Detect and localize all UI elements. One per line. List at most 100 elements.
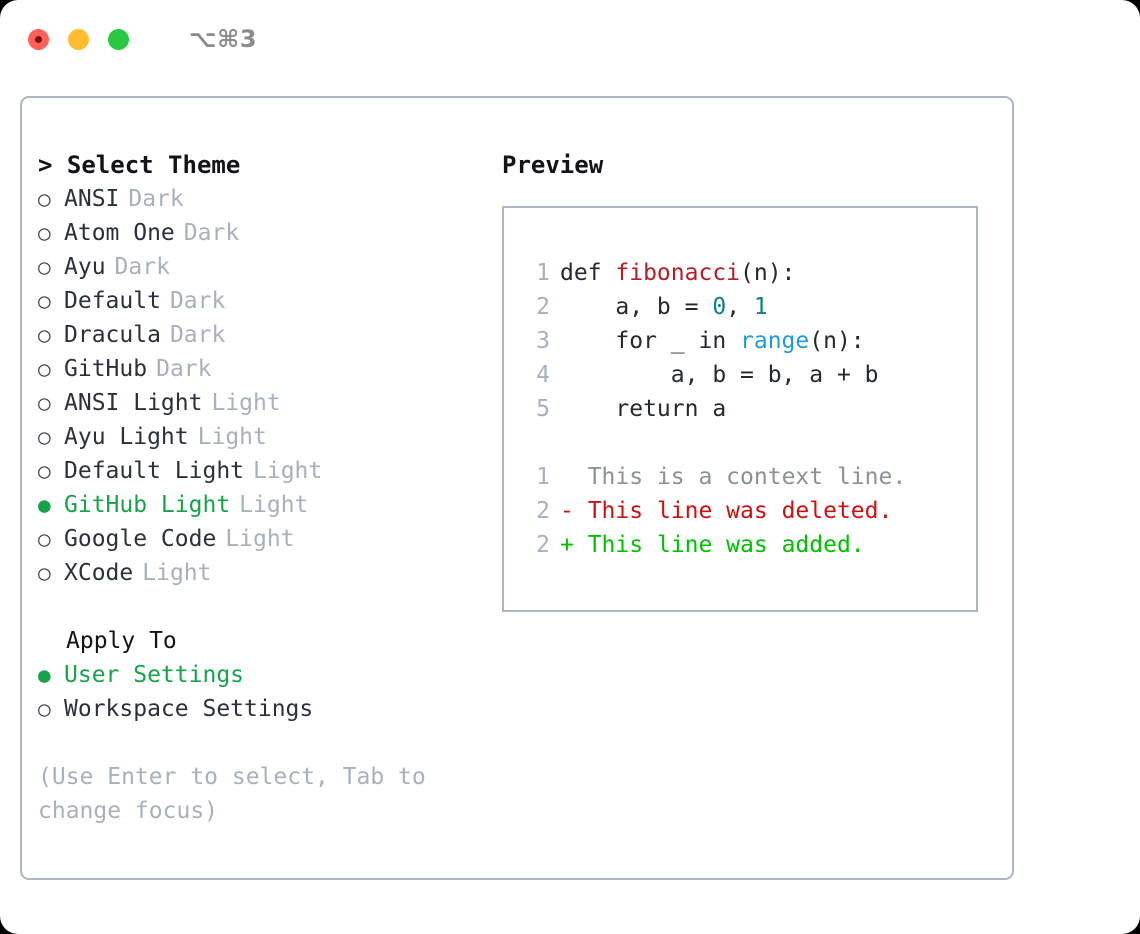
diff-marker — [560, 460, 588, 494]
code-line-number: 2 — [536, 294, 550, 320]
apply-to-heading: Apply To — [66, 628, 177, 654]
theme-name: Google Code — [64, 526, 217, 552]
radio-selected-icon: ● — [38, 493, 51, 517]
theme-variant-badge: Light — [211, 390, 281, 416]
theme-variant-badge: Dark — [183, 220, 240, 246]
radio-unselected-icon: ○ — [38, 323, 51, 347]
code-token-number: 0 — [712, 294, 727, 320]
theme-list-item[interactable]: ● GitHub Light Light — [38, 488, 488, 522]
theme-list-item[interactable]: ○ Google Code Light — [38, 522, 488, 556]
code-line-number: 1 — [536, 260, 550, 286]
preview-title: Preview — [502, 151, 604, 179]
theme-name: XCode — [64, 560, 134, 586]
close-window-button[interactable] — [28, 28, 49, 50]
theme-name: Atom One — [64, 220, 175, 246]
radio-unselected-icon: ○ — [38, 187, 51, 211]
theme-variant-badge: Light — [239, 492, 309, 518]
radio-unselected-icon: ○ — [38, 255, 51, 279]
diff-marker: + — [560, 532, 588, 558]
radio-unselected-icon: ○ — [38, 527, 51, 551]
theme-variant-badge: Dark — [114, 254, 170, 280]
keyboard-hint-text: (Use Enter to select, Tab to change focu… — [38, 764, 440, 824]
theme-list-item[interactable]: ○ ANSI Dark — [38, 182, 488, 216]
code-token-plain: (n): — [809, 328, 865, 354]
apply-to-label: Workspace Settings — [64, 696, 314, 722]
theme-name: GitHub Light — [64, 492, 231, 518]
apply-to-option[interactable]: ● User Settings — [38, 658, 488, 692]
code-line-number: 3 — [536, 328, 550, 354]
theme-variant-badge: Light — [142, 560, 212, 586]
radio-unselected-icon: ○ — [38, 561, 51, 585]
diff-line-number: 2 — [536, 532, 550, 558]
theme-variant-badge: Dark — [169, 322, 226, 348]
theme-name: Default — [64, 288, 161, 314]
theme-list-item[interactable]: ○ Default Light Light — [38, 454, 488, 488]
theme-list-item[interactable]: ○ Atom One Dark — [38, 216, 488, 250]
theme-list-item[interactable]: ○ XCode Light — [38, 556, 488, 590]
code-token-plain: a, b = — [560, 294, 713, 320]
keyboard-shortcut-label: ⌥⌘3 — [189, 25, 258, 53]
theme-variant-badge: Light — [253, 458, 323, 484]
apply-to-label: User Settings — [64, 662, 245, 688]
code-token-plain: a, b = b, a + b — [560, 362, 879, 388]
code-line: 4 a, b = b, a + b — [522, 358, 976, 392]
code-token-plain: return a — [560, 396, 727, 422]
radio-unselected-icon: ○ — [38, 459, 51, 483]
code-token-plain: (n): — [740, 260, 796, 286]
title-bar: ⌥⌘3 — [0, 0, 1140, 78]
theme-list-item[interactable]: ○ Dracula Dark — [38, 318, 488, 352]
code-line-content: a, b = 0, 1 — [560, 290, 768, 324]
code-line-content: a, b = b, a + b — [560, 358, 879, 392]
radio-unselected-icon: ○ — [38, 391, 51, 415]
maximize-window-button[interactable] — [108, 28, 129, 50]
theme-variant-badge: Dark — [156, 356, 212, 382]
apply-to-option[interactable]: ○ Workspace Settings — [38, 692, 488, 726]
diff-line-number: 2 — [536, 498, 550, 524]
code-token-plain: , — [726, 294, 754, 320]
theme-list-item[interactable]: ○ Default Dark — [38, 284, 488, 318]
code-token-plain: def — [560, 260, 616, 286]
theme-list-item[interactable]: ○ ANSI Light Light — [38, 386, 488, 420]
code-line: 2 a, b = 0, 1 — [522, 290, 976, 324]
theme-name: ANSI Light — [64, 390, 203, 416]
radio-unselected-icon: ○ — [38, 221, 51, 245]
code-diff-separator — [522, 426, 976, 460]
page-title: > Select Theme — [38, 151, 241, 179]
radio-unselected-icon: ○ — [38, 425, 51, 449]
theme-variant-badge: Light — [225, 526, 295, 552]
radio-unselected-icon: ○ — [38, 357, 51, 381]
code-token-plain: for _ in — [560, 328, 741, 354]
code-line: 5 return a — [522, 392, 976, 426]
theme-name: ANSI — [64, 186, 120, 212]
theme-name: Ayu Light — [64, 424, 189, 450]
diff-line-content: This line was added. — [587, 532, 865, 558]
code-token-func: fibonacci — [615, 260, 741, 286]
diff-line-number: 1 — [536, 464, 550, 490]
theme-variant-badge: Dark — [128, 186, 184, 212]
code-line: 3 for _ in range(n): — [522, 324, 976, 358]
radio-unselected-icon: ○ — [38, 289, 51, 313]
apply-to-list[interactable]: ● User Settings ○ Workspace Settings — [38, 658, 488, 726]
code-line-number: 4 — [536, 362, 550, 388]
theme-name: Default Light — [64, 458, 245, 484]
theme-name: Ayu — [64, 254, 106, 280]
theme-list-item[interactable]: ○ Ayu Dark — [38, 250, 488, 284]
code-line-number: 5 — [536, 396, 550, 422]
window-controls — [28, 28, 129, 50]
minimize-window-button[interactable] — [68, 28, 89, 50]
diff-sample: 1 This is a context line.2- This line wa… — [522, 460, 976, 562]
theme-name: Dracula — [64, 322, 161, 348]
theme-variant-badge: Dark — [169, 288, 226, 314]
radio-unselected-icon: ○ — [38, 697, 51, 721]
radio-selected-icon: ● — [38, 663, 51, 687]
code-token-number: 1 — [753, 294, 768, 320]
code-token-builtin: range — [740, 328, 810, 354]
